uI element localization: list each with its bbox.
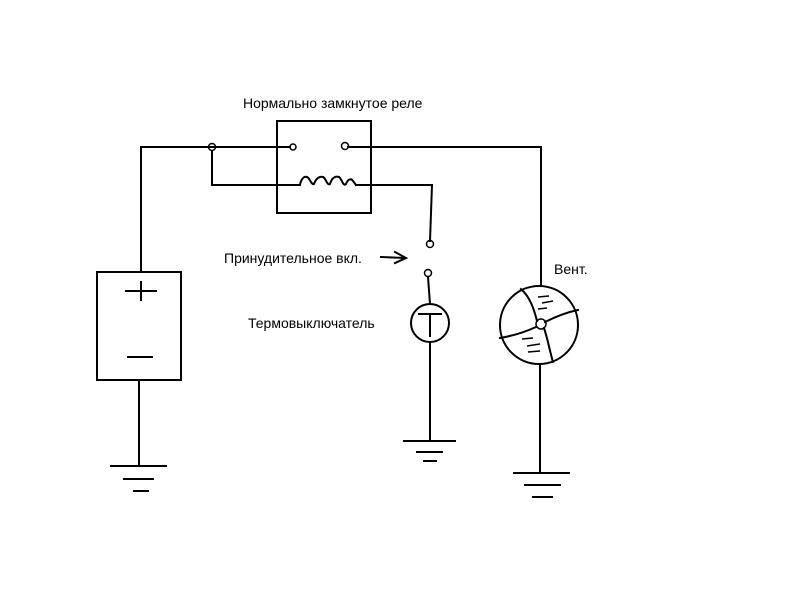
relay-label: Нормально замкнутое реле — [243, 95, 423, 111]
wire-to-thermo — [426, 275, 432, 306]
thermo-switch-label: Термовыключатель — [248, 315, 375, 331]
ground-thermo — [403, 440, 456, 462]
fan — [498, 285, 580, 365]
battery — [96, 271, 182, 381]
fan-hatch-bottom — [521, 337, 541, 353]
relay-body — [276, 120, 372, 214]
fan-body — [499, 285, 579, 365]
battery-body — [96, 271, 182, 381]
thermo-switch — [410, 303, 450, 343]
fan-hatch-top — [537, 295, 554, 310]
relay — [276, 120, 372, 214]
relay-coil — [292, 175, 358, 187]
thermo-switch-symbol — [418, 313, 442, 337]
fan-blade-right — [543, 308, 580, 324]
fan-blade-left — [498, 325, 538, 340]
ground-battery — [110, 465, 167, 492]
forced-switch — [423, 239, 435, 278]
fan-hub — [535, 318, 547, 330]
forced-switch-arrow — [379, 250, 409, 265]
forced-switch-label: Принудительное вкл. — [224, 250, 362, 266]
fan-label: Вент. — [554, 261, 588, 277]
ground-fan — [513, 472, 570, 498]
wire-to-forced-switch — [428, 183, 434, 243]
relay-contact-left — [289, 143, 297, 151]
fan-blade-top — [519, 287, 539, 323]
fan-blade-bottom — [542, 326, 555, 364]
